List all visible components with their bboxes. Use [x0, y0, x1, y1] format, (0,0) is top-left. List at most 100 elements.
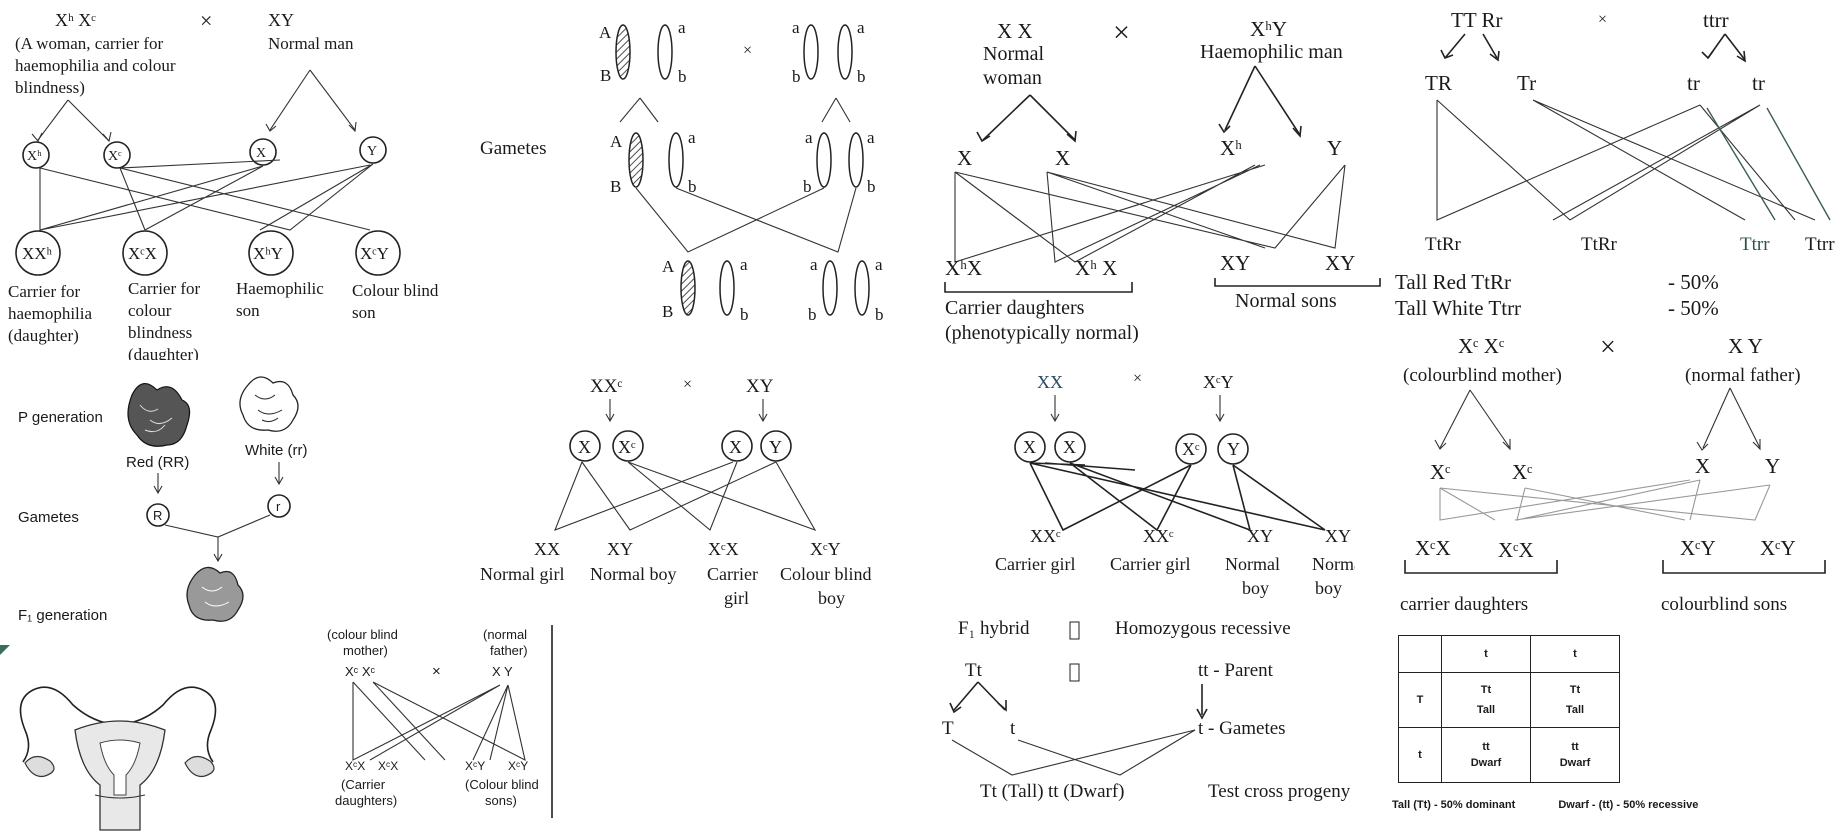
- p1-mother-desc-1: (A woman, carrier for: [15, 34, 164, 53]
- uterus-illustration: [0, 645, 217, 831]
- cross-panel-3: X X Normal woman × XʰY Haemophilic man X…: [944, 16, 1381, 344]
- p9-mother-desc-2: mother): [343, 643, 388, 658]
- p7-gamete-2: X: [1063, 437, 1076, 457]
- p3-sons-label: Normal sons: [1235, 290, 1337, 312]
- p6-offspring-4: XᶜY: [810, 539, 841, 559]
- p8-gamete-2: Xᶜ: [1512, 460, 1533, 484]
- p10-homozygous: Homozygous recessive: [1115, 618, 1291, 639]
- p1-label-2b: colour: [128, 301, 172, 320]
- p1-offspring-4: XᶜY: [360, 244, 389, 263]
- p7-father: XᶜY: [1203, 372, 1234, 392]
- svg-text:B: B: [610, 177, 621, 196]
- p7-label-4a: Normal: [1312, 554, 1355, 574]
- p6-offspring-3: XᶜX: [708, 539, 739, 559]
- p4-parent-2: ttrr: [1703, 8, 1729, 32]
- svg-text:b: b: [867, 177, 876, 196]
- svg-text:a: a: [688, 128, 696, 147]
- p1-father: XY: [268, 10, 294, 30]
- p1-label-1a: Carrier for: [8, 282, 81, 301]
- p2-cross: ×: [743, 42, 752, 59]
- svg-text:b: b: [857, 67, 866, 86]
- svg-text:b: b: [688, 177, 697, 196]
- p3-offspring-1: XʰX: [945, 256, 982, 280]
- svg-text:B: B: [600, 66, 611, 85]
- p8-mother-desc: (colourblind mother): [1403, 365, 1562, 386]
- p2-row-1: AB ab ab ab: [599, 18, 866, 86]
- p5-white: White (rr): [245, 442, 308, 459]
- punnett-row-1-gamete: T: [1398, 672, 1442, 728]
- p1-label-1c: (daughter): [8, 326, 79, 345]
- p1-offspring-1: XXʰ: [22, 244, 53, 263]
- p9-daughters-1: (Carrier: [341, 777, 386, 792]
- p5-p-generation: P generation: [18, 409, 103, 426]
- cross-panel-9: (colour blind mother) Xᶜ Xᶜ × (normal fa…: [327, 625, 553, 818]
- p3-gamete-2: X: [1055, 146, 1070, 170]
- p8-daughters-label: carrier daughters: [1400, 594, 1528, 615]
- p7-offspring-3: XY: [1247, 526, 1273, 546]
- p9-father-desc-1: (normal: [483, 627, 527, 642]
- p6-label-3a: Carrier: [707, 564, 758, 584]
- p1-gamete-4: Y: [367, 144, 377, 159]
- p7-label-3a: Normal: [1225, 554, 1280, 574]
- p9-father: X Y: [492, 664, 513, 679]
- p5-f1: F₁ generation: [18, 607, 107, 624]
- p1-gamete-2: Xᶜ: [108, 149, 122, 164]
- punnett-header-1: t: [1441, 635, 1531, 673]
- p6-offspring-2: XY: [607, 539, 633, 559]
- p3-mother-desc-2: woman: [983, 67, 1042, 89]
- p8-sons-label: colourblind sons: [1661, 594, 1787, 615]
- p1-mother-desc-2: haemophilia and colour: [15, 56, 176, 75]
- p4-parent-1: TT Rr: [1451, 8, 1503, 32]
- p9-offspring-1: XᶜX: [345, 759, 365, 773]
- p6-gamete-3: X: [729, 437, 742, 457]
- p3-offspring-4: XY: [1325, 251, 1355, 275]
- p3-offspring-3: XY: [1220, 251, 1250, 275]
- p9-sons-2: sons): [485, 793, 517, 808]
- p4-offspring-4: Ttrr: [1805, 234, 1835, 255]
- p1-label-1b: haemophilia: [8, 304, 92, 323]
- svg-text:a: a: [810, 255, 818, 274]
- p3-father-desc: Haemophilic man: [1200, 41, 1343, 63]
- p4-result-1-label: Tall Red TtRr: [1395, 270, 1511, 294]
- p4-offspring-3: Ttrr: [1740, 234, 1770, 255]
- p9-sons-1: (Colour blind: [465, 777, 539, 792]
- svg-text:b: b: [792, 67, 801, 86]
- p9-father-desc-2: father): [490, 643, 528, 658]
- punnett-header-row: t t: [1398, 635, 1620, 673]
- cross-panel-4: TT Rr × ttrr TR Tr tr tr TtRr TtRr Ttrr …: [1395, 8, 1835, 320]
- p9-daughters-2: daughters): [335, 793, 397, 808]
- p6-offspring-1: XX: [534, 539, 560, 559]
- p8-cross: ×: [1600, 332, 1616, 363]
- p9-mother-desc-1: (colour blind: [327, 627, 398, 642]
- p5-gamete-r2: r: [276, 499, 281, 514]
- p3-gamete-4: Y: [1327, 136, 1342, 160]
- p9-cross: ×: [432, 663, 441, 680]
- p1-mother-desc-3: blindness): [15, 78, 85, 97]
- svg-text:a: a: [792, 18, 800, 37]
- punnett-caption-right: Dwarf - (tt) - 50% recessive: [1558, 799, 1699, 811]
- p7-offspring-1: XXᶜ: [1030, 526, 1061, 546]
- p7-label-3b: boy: [1242, 578, 1269, 598]
- p6-label-3b: girl: [724, 588, 749, 608]
- p3-father: XʰY: [1250, 17, 1287, 41]
- f1-flower-icon: [186, 566, 244, 622]
- p1-label-3b: son: [236, 301, 260, 320]
- svg-text:a: a: [857, 18, 865, 37]
- svg-text:a: a: [867, 128, 875, 147]
- p7-mother: XX: [1037, 372, 1063, 392]
- p6-label-1: Normal girl: [480, 564, 564, 584]
- svg-text:a: a: [678, 18, 686, 37]
- p9-offspring-2: XᶜX: [378, 759, 398, 773]
- cross-panel-6: XXᶜ × XY X Xᶜ X Y XX XY XᶜX XᶜY Normal g…: [480, 376, 872, 608]
- p7-offspring-4: XY: [1325, 526, 1351, 546]
- p1-label-3a: Haemophilic: [236, 279, 324, 298]
- p1-gamete-3: X: [256, 146, 266, 161]
- p4-result-2-label: Tall White Ttrr: [1395, 296, 1521, 320]
- p4-gamete-3: tr: [1687, 71, 1700, 95]
- svg-text:b: b: [678, 67, 687, 86]
- p8-gamete-1: Xᶜ: [1430, 460, 1451, 484]
